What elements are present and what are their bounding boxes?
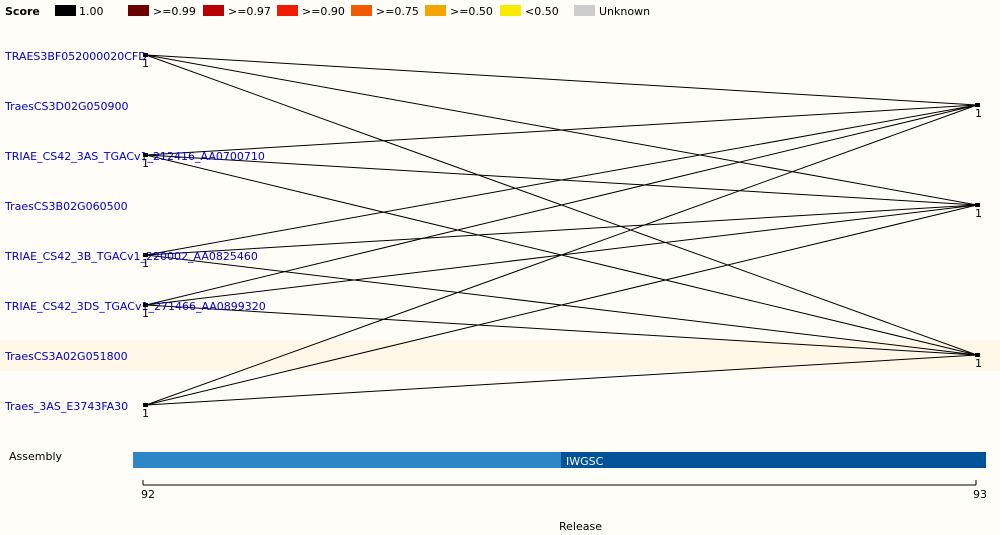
- source-node-count: 1: [142, 407, 149, 420]
- target-node-count: 1: [975, 207, 982, 220]
- gene-link[interactable]: TraesCS3D02G050900: [4, 100, 129, 113]
- legend-label: >=0.99: [153, 5, 196, 18]
- source-node: [143, 253, 148, 257]
- connection-line: [145, 354, 978, 406]
- legend-swatch: [574, 5, 595, 16]
- legend-swatch: [277, 5, 298, 16]
- connection-lines: [145, 54, 978, 406]
- connection-line: [145, 204, 978, 406]
- legend-label: <0.50: [525, 5, 559, 18]
- highlight-row-band: [0, 340, 1000, 371]
- legend-swatch: [55, 5, 76, 16]
- source-node: [143, 403, 148, 407]
- gene-link[interactable]: TraesCS3A02G051800: [4, 350, 128, 363]
- target-node-count: 1: [975, 357, 982, 370]
- gene-link[interactable]: TRIAE_CS42_3DS_TGACv1_271466_AA0899320: [4, 300, 266, 313]
- legend-title: Score: [5, 5, 40, 18]
- source-node-count: 1: [142, 157, 149, 170]
- legend-swatch: [203, 5, 224, 16]
- legend-swatch: [500, 5, 521, 16]
- source-node-count: 1: [142, 307, 149, 320]
- gene-list: TRAES3BF052000020CFD1TraesCS3D02G050900T…: [4, 50, 266, 420]
- legend-label: >=0.50: [450, 5, 493, 18]
- target-markers: 1 1 1: [975, 103, 982, 370]
- release-axis-label: Release: [559, 520, 602, 533]
- gene-link[interactable]: TRAES3BF052000020CFD: [4, 50, 147, 63]
- connection-line: [145, 204, 978, 256]
- gene-link[interactable]: TRIAE_CS42_3AS_TGACv1_212416_AA0700710: [4, 150, 265, 163]
- source-node: [143, 153, 148, 157]
- connection-line: [145, 104, 978, 406]
- connection-line: [145, 104, 978, 256]
- gene-link[interactable]: TRIAE_CS42_3B_TGACv1_220002_AA0825460: [4, 250, 258, 263]
- legend-label: 1.00: [79, 5, 104, 18]
- release-tick-label-92: 92: [141, 488, 155, 501]
- gene-link[interactable]: TraesCS3B02G060500: [4, 200, 128, 213]
- source-node: [143, 303, 148, 307]
- target-node: [975, 353, 980, 357]
- target-node: [975, 103, 980, 107]
- target-node: [975, 203, 980, 207]
- legend-swatch: [351, 5, 372, 16]
- target-node-count: 1: [975, 107, 982, 120]
- assembly-label: Assembly: [9, 450, 63, 463]
- source-node-count: 1: [142, 257, 149, 270]
- connection-line: [145, 304, 978, 356]
- legend-swatch: [425, 5, 446, 16]
- source-node: [143, 53, 148, 57]
- score-legend: Score 1.00 >=0.99 >=0.97 >=0.90 >=0.75 >=0.50…: [5, 5, 650, 18]
- assembly-segment-ensembl[interactable]: [133, 452, 561, 468]
- connection-line: [145, 54, 978, 106]
- connection-line: [145, 104, 978, 306]
- source-node-count: 1: [142, 57, 149, 70]
- release-axis: 92 93 Release: [141, 480, 987, 533]
- release-tick-label-93: 93: [973, 488, 987, 501]
- legend-label: Unknown: [599, 5, 650, 18]
- assembly-segment-iwgsc-label: IWGSC: [566, 455, 604, 468]
- legend-swatch: [128, 5, 149, 16]
- gene-link[interactable]: Traes_3AS_E3743FA30: [4, 400, 128, 413]
- legend-label: >=0.90: [302, 5, 345, 18]
- assembly-segment-iwgsc[interactable]: [561, 452, 986, 468]
- legend-label: >=0.97: [228, 5, 271, 18]
- legend-label: >=0.75: [376, 5, 419, 18]
- connection-line: [145, 104, 978, 156]
